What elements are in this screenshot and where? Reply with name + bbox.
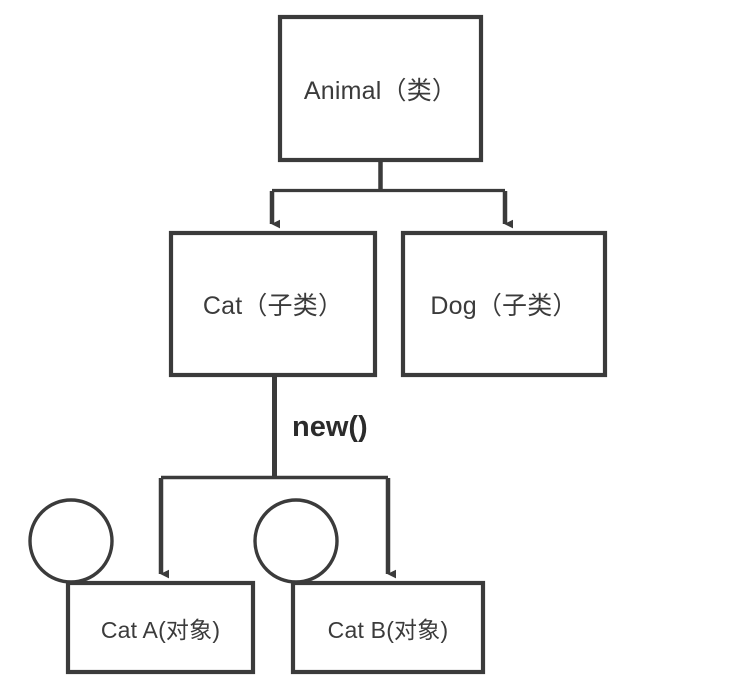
node-animal-box[interactable] (277, 14, 484, 163)
object-marker-circle-right[interactable] (253, 498, 339, 584)
node-cat-b-box[interactable] (290, 580, 486, 675)
edge-animal-to-subclasses (269, 160, 514, 229)
edge-cat-to-objects (158, 375, 397, 579)
node-cat-box[interactable] (168, 230, 378, 378)
node-dog-box[interactable] (400, 230, 608, 378)
object-marker-circle-left[interactable] (28, 498, 114, 584)
node-cat-a-box[interactable] (65, 580, 256, 675)
edge-label-new-call: new() (292, 411, 368, 443)
